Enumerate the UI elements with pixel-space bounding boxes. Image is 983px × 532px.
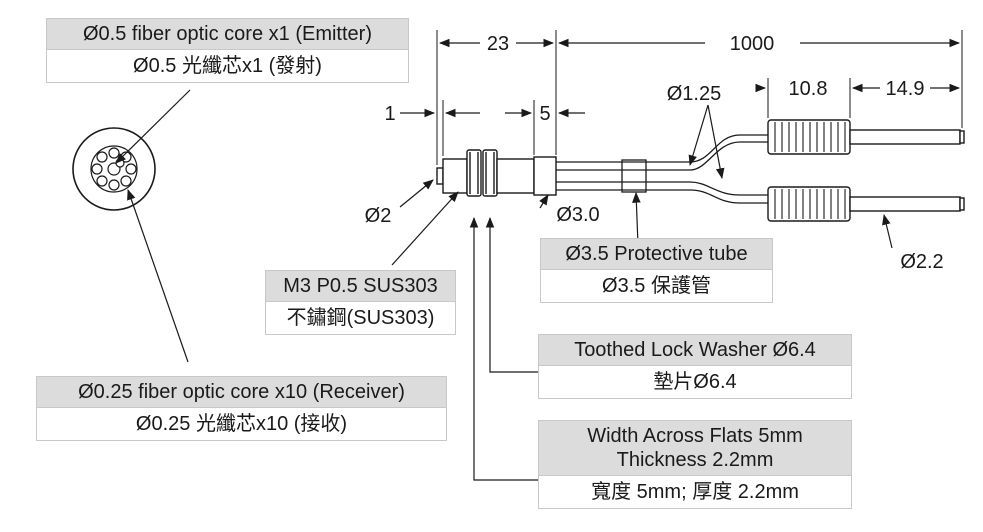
- label-nut: Width Across Flats 5mm Thickness 2.2mm 寬…: [538, 420, 852, 509]
- dim-14-9: 14.9: [886, 78, 925, 100]
- dim-dia-2: Ø2: [365, 205, 392, 227]
- dim-dia-3-0: Ø3.0: [556, 204, 599, 226]
- label-emitter: Ø0.5 fiber optic core x1 (Emitter) Ø0.5 …: [46, 18, 409, 83]
- label-nut-zh: 寬度 5mm; 厚度 2.2mm: [539, 475, 851, 508]
- dim-5: 5: [539, 103, 550, 125]
- dim-1000: 1000: [730, 33, 775, 55]
- label-nut-en-line1: Width Across Flats 5mm: [587, 425, 803, 447]
- label-receiver-en: Ø0.25 fiber optic core x10 (Receiver): [37, 377, 446, 407]
- fiber-ends: [767, 119, 965, 222]
- sensor-head: [436, 149, 557, 197]
- label-emitter-en: Ø0.5 fiber optic core x1 (Emitter): [47, 19, 408, 49]
- label-washer-zh: 墊片Ø6.4: [539, 365, 851, 398]
- label-washer: Toothed Lock Washer Ø6.4 墊片Ø6.4: [538, 334, 852, 399]
- label-washer-en: Toothed Lock Washer Ø6.4: [539, 335, 851, 365]
- label-tube-zh: Ø3.5 保護管: [541, 269, 772, 302]
- label-nut-en-line2: Thickness 2.2mm: [616, 449, 774, 471]
- fiber-cross-section: [72, 127, 156, 211]
- dim-10-8: 10.8: [789, 78, 828, 100]
- label-thread-en: M3 P0.5 SUS303: [266, 271, 455, 301]
- dim-23: 23: [487, 33, 509, 55]
- label-emitter-zh: Ø0.5 光纖芯x1 (發射): [47, 49, 408, 82]
- label-thread: M3 P0.5 SUS303 不鏽鋼(SUS303): [265, 270, 456, 335]
- label-receiver-zh: Ø0.25 光纖芯x10 (接收): [37, 407, 446, 440]
- protective-tube-drawing: [556, 134, 770, 204]
- dim-dia-2-2: Ø2.2: [900, 251, 943, 273]
- dim-dia-1-25: Ø1.25: [667, 83, 721, 105]
- dim-1: 1: [384, 103, 395, 125]
- label-receiver: Ø0.25 fiber optic core x10 (Receiver) Ø0…: [36, 376, 447, 441]
- label-tube-en: Ø3.5 Protective tube: [541, 239, 772, 269]
- label-tube: Ø3.5 Protective tube Ø3.5 保護管: [540, 238, 773, 303]
- label-thread-zh: 不鏽鋼(SUS303): [266, 301, 455, 334]
